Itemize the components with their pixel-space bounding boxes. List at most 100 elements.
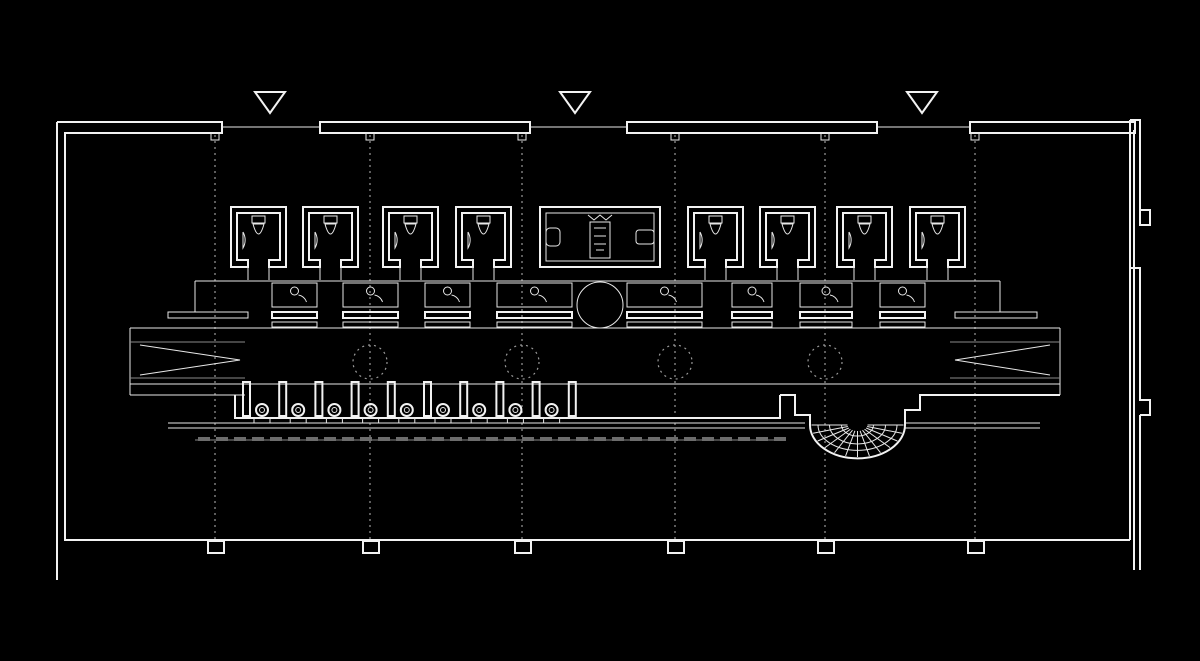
floor-mark xyxy=(774,437,786,441)
urinal-divider xyxy=(242,381,251,417)
urinal-divider xyxy=(278,381,288,417)
floor-mark xyxy=(252,437,264,441)
floor-mark xyxy=(756,437,768,441)
floor-mark xyxy=(378,437,390,441)
entrance-markers xyxy=(253,91,939,115)
toilet-stall xyxy=(302,206,359,280)
floor-markings xyxy=(198,437,786,441)
toilet-stall xyxy=(909,206,966,280)
urinal-row xyxy=(242,381,577,424)
floor-mark xyxy=(648,437,660,441)
vanity-unit xyxy=(424,282,471,328)
floor-mark xyxy=(198,437,210,441)
vanity-unit xyxy=(626,282,703,328)
urinal-divider xyxy=(567,381,577,417)
floor-mark xyxy=(522,437,534,441)
stair-ring xyxy=(841,424,874,437)
column-icon xyxy=(365,132,375,141)
triangle-marker-icon xyxy=(253,91,287,115)
sink-icon xyxy=(366,286,383,303)
floor-mark xyxy=(432,437,444,441)
floor-mark xyxy=(468,437,480,441)
toilet-stall xyxy=(836,206,893,280)
floor-mark xyxy=(270,437,282,441)
floor-mark xyxy=(288,437,300,441)
floor-mark xyxy=(504,437,516,441)
urinal-divider xyxy=(350,381,360,417)
toilet-icon xyxy=(857,215,872,235)
toilet-icon xyxy=(251,215,266,235)
urinal-icon xyxy=(253,403,271,424)
floor-mark xyxy=(450,437,462,441)
spiral-stair-icon xyxy=(780,394,1060,460)
floor-mark xyxy=(540,437,552,441)
urinal-icon xyxy=(325,403,343,424)
column-icon xyxy=(517,132,527,141)
urinal-divider xyxy=(495,381,505,417)
floor-mark xyxy=(738,437,750,441)
vanity-unit xyxy=(271,282,318,328)
toilet-icon xyxy=(323,215,338,235)
toilet-icon xyxy=(403,215,418,235)
floor-mark xyxy=(234,437,246,441)
urinal-icon xyxy=(362,403,380,424)
toilet-icon xyxy=(780,215,795,235)
floor-mark xyxy=(414,437,426,441)
floor-mark xyxy=(216,437,228,441)
sink-icon xyxy=(898,286,915,303)
outer-walls xyxy=(56,119,1151,580)
vanity-unit xyxy=(731,282,773,328)
urinal-divider xyxy=(386,381,396,417)
toilet-icon xyxy=(930,215,945,235)
structural-grid xyxy=(214,135,976,540)
floor-mark xyxy=(306,437,318,441)
urinal-divider xyxy=(314,381,324,417)
column-icon xyxy=(207,540,225,554)
urinal-icon xyxy=(289,403,307,424)
urinal-icon xyxy=(543,403,561,424)
sink-icon xyxy=(747,286,765,303)
stair-ring xyxy=(829,424,886,445)
urinal-divider xyxy=(531,381,541,417)
floor-mark xyxy=(576,437,588,441)
floor-mark xyxy=(612,437,624,441)
sink-icon xyxy=(290,286,307,303)
toilet-stall xyxy=(759,206,816,280)
toilet-stall xyxy=(230,206,287,280)
vanity-unit xyxy=(799,282,853,328)
urinal-divider xyxy=(459,381,469,417)
floor-mark xyxy=(324,437,336,441)
floor-mark xyxy=(630,437,642,441)
floor-mark xyxy=(594,437,606,441)
column-icon xyxy=(820,132,830,141)
columns xyxy=(207,132,985,554)
sink-icon xyxy=(443,286,460,303)
column-icon xyxy=(670,132,680,141)
vanity-units xyxy=(271,282,926,328)
toilet-stall xyxy=(455,206,512,280)
floor-mark xyxy=(720,437,732,441)
accessible-room xyxy=(539,206,661,268)
toilet-stall xyxy=(382,206,439,280)
floor-mark xyxy=(666,437,678,441)
triangle-marker-icon xyxy=(905,91,939,115)
triangle-marker-icon xyxy=(558,91,592,115)
floor-mark xyxy=(486,437,498,441)
vanity-unit xyxy=(342,282,399,328)
urinal-icon xyxy=(506,403,524,424)
sink-icon xyxy=(821,286,839,303)
vanity-unit xyxy=(496,282,573,328)
column-icon xyxy=(970,132,980,141)
floor-mark xyxy=(396,437,408,441)
column-icon xyxy=(667,540,685,554)
floor-mark xyxy=(558,437,570,441)
column-icon xyxy=(210,132,220,141)
urinal-divider xyxy=(423,381,432,417)
floor-mark xyxy=(684,437,696,441)
sink-icon xyxy=(660,286,677,303)
urinal-icon xyxy=(398,403,416,424)
urinal-icon xyxy=(470,403,488,424)
toilet-stalls xyxy=(230,206,966,280)
floor-mark xyxy=(702,437,714,441)
